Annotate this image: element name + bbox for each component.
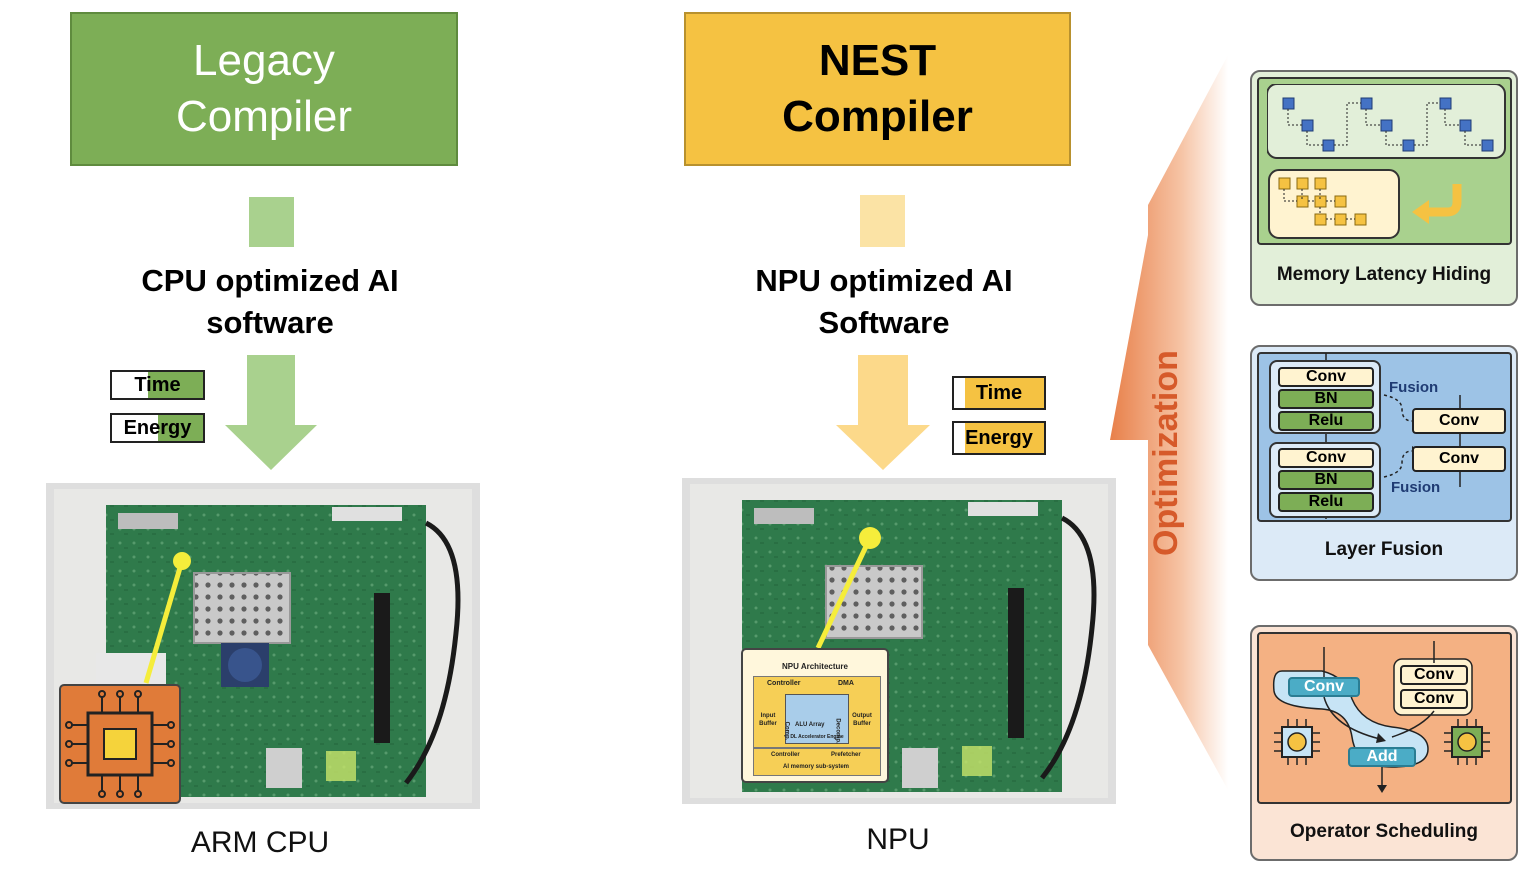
fusion-group1-bn: BN [1278, 389, 1374, 409]
cpu-time-meter: Time [110, 370, 205, 400]
legacy-down-arrow [225, 355, 317, 470]
nest-title-line2: Compiler [782, 92, 973, 141]
legacy-title-line2: Compiler [175, 92, 353, 141]
fusion-group2-bn: BN [1278, 470, 1374, 490]
layer-fusion-label: Layer Fusion [1324, 539, 1444, 560]
cpu-time-label: Time [134, 373, 181, 396]
cpu-energy-meter: Energy [110, 413, 205, 443]
left-chip-icon [1274, 719, 1320, 765]
nest-connector [860, 195, 905, 247]
nest-compiler-box: NEST Compiler [684, 12, 1071, 166]
memory-latency-label: Memory Latency Hiding [1276, 264, 1492, 285]
npu-time-label: Time [975, 381, 1023, 404]
sched-add: Add [1348, 747, 1416, 767]
npu-arch-output-buffer: Output Buffer [852, 713, 872, 727]
optimization-arrow [1110, 55, 1228, 790]
npu-energy-meter-fill [964, 423, 1044, 453]
npu-architecture-inset: NPU Architecture Controller DMA Input Bu… [741, 648, 889, 783]
memory-latency-graph [1267, 84, 1506, 239]
right-chip-icon [1444, 719, 1490, 765]
legacy-title-line1: Legacy [193, 36, 335, 85]
optimization-label: Optimization [1147, 350, 1185, 556]
npu-arch-memory: AI memory sub-system [782, 764, 850, 770]
npu-energy-meter: Energy [952, 421, 1046, 455]
sched-conv-left: Conv [1288, 677, 1360, 697]
sched-conv-right-2: Conv [1400, 689, 1468, 709]
npu-arch-alu-array: ALU Array [795, 722, 825, 728]
npu-time-meter-fill [964, 378, 1044, 408]
npu-software-line2: Software [818, 305, 950, 340]
npu-software-line1: NPU optimized AI [755, 263, 1013, 298]
fusion-label-1: Fusion [1389, 379, 1439, 396]
npu-arch-input-buffer: Input Buffer [759, 713, 777, 727]
npu-arch-controller2: Controller [771, 752, 800, 758]
npu-time-meter: Time [952, 376, 1046, 410]
npu-arch-engine-box [785, 694, 849, 744]
cpu-energy-label: Energy [123, 416, 192, 439]
operator-scheduling-panel: Conv Conv Conv Add Operator Scheduling [1250, 625, 1518, 861]
memory-latency-panel: Memory Latency Hiding [1250, 70, 1518, 306]
arm-cpu-caption: ARM CPU [190, 826, 330, 859]
legacy-compiler-box: Legacy Compiler [70, 12, 458, 166]
layer-fusion-panel: Conv BN Relu Conv BN Relu Fusion Fusion … [1250, 345, 1518, 581]
operator-scheduling-graphic [1272, 641, 1490, 793]
cpu-software-line1: CPU optimized AI [141, 263, 399, 298]
cpu-energy-meter-fill [157, 415, 203, 441]
cpu-software-line2: software [206, 305, 334, 340]
fusion-group2-conv: Conv [1278, 448, 1374, 468]
fusion-label-2: Fusion [1391, 479, 1441, 496]
legacy-connector [249, 197, 294, 247]
cpu-chip-icon [59, 684, 181, 804]
nest-title-line1: NEST [818, 36, 937, 85]
npu-caption: NPU [866, 823, 930, 856]
sched-conv-right-1: Conv [1400, 665, 1468, 685]
arm-board-photo [46, 483, 480, 809]
npu-arch-controller: Controller [767, 680, 801, 687]
fused-conv-1: Conv [1412, 408, 1506, 434]
fusion-group1-relu: Relu [1278, 411, 1374, 431]
fusion-group2-relu: Relu [1278, 492, 1374, 512]
npu-arch-title: NPU Architecture [782, 662, 848, 671]
npu-energy-label: Energy [965, 426, 1033, 449]
fusion-group1-conv: Conv [1278, 367, 1374, 387]
npu-arch-prefetcher: Prefetcher [831, 752, 861, 758]
npu-software-label: NPU optimized AI Software [712, 260, 1056, 344]
nest-down-arrow [836, 355, 930, 470]
npu-arch-bottom-bar [753, 748, 881, 776]
cpu-software-label: CPU optimized AI software [100, 260, 440, 344]
fused-conv-2: Conv [1412, 446, 1506, 472]
npu-arch-engine-label: DL Accelerator Engine [790, 734, 844, 740]
cpu-time-meter-fill [148, 372, 203, 398]
npu-arch-dma: DMA [838, 680, 854, 687]
operator-scheduling-label: Operator Scheduling [1290, 821, 1478, 842]
